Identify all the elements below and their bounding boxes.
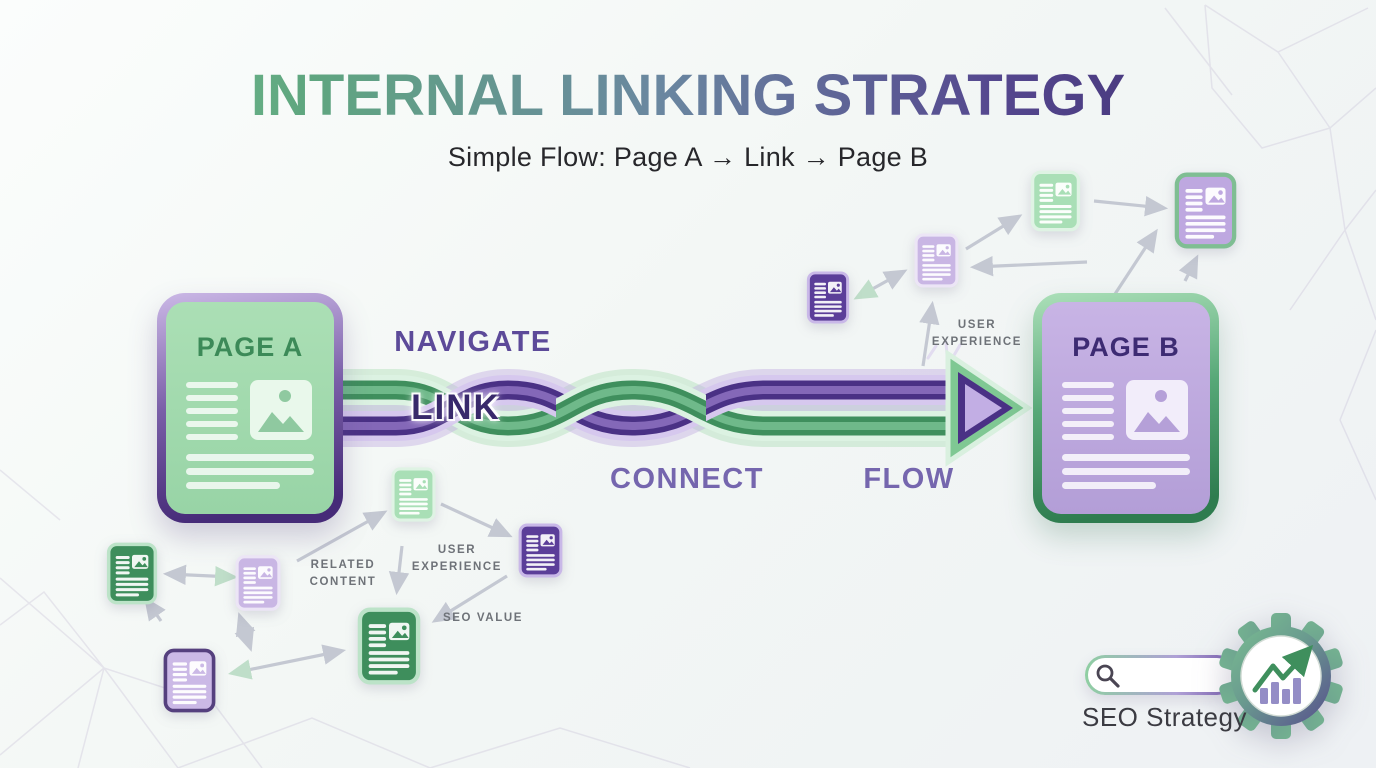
label-link: LINK (411, 388, 501, 427)
arrowhead (945, 349, 1033, 467)
document-icon (357, 605, 421, 687)
page-a-card: PAGE A (157, 293, 343, 523)
page-title: INTERNAL LINKING STRATEGY (0, 62, 1376, 129)
document-icon (1174, 171, 1237, 250)
page-a-content-lines (186, 380, 314, 489)
document-icon (913, 233, 960, 288)
gear-icon (1219, 613, 1343, 739)
growth-chart-icon (1252, 644, 1314, 704)
seo-strategy-label: SEO Strategy (1082, 702, 1247, 732)
label-navigate: NAVIGATE (394, 326, 552, 358)
annotation-user-experience-top: USER EXPERIENCE (931, 319, 1023, 348)
annotation-seo-value: SEO VALUE (443, 612, 524, 624)
page-b-card: PAGE B (1033, 293, 1219, 523)
document-icon (518, 523, 563, 578)
image-placeholder-icon (250, 380, 312, 440)
annotation-user-experience-bottom: USER EXPERIENCE (411, 544, 503, 573)
document-icon (1028, 170, 1083, 232)
page-a-label: PAGE A (196, 332, 304, 362)
document-icon (105, 542, 159, 605)
search-bar (1085, 655, 1237, 695)
document-icon (391, 466, 436, 523)
annotation-related-content: RELATED CONTENT (309, 559, 377, 588)
document-icon (163, 647, 216, 714)
search-icon (1096, 664, 1120, 688)
page-b-content-lines (1062, 380, 1190, 489)
image-placeholder-icon (1126, 380, 1188, 440)
label-flow: FLOW (863, 463, 955, 495)
document-icon (235, 554, 281, 612)
page-subtitle: Simple Flow: Page A → Link → Page B (447, 142, 929, 172)
label-connect: CONNECT (610, 463, 764, 495)
page-b-label: PAGE B (1072, 332, 1180, 362)
document-icon (806, 271, 850, 324)
